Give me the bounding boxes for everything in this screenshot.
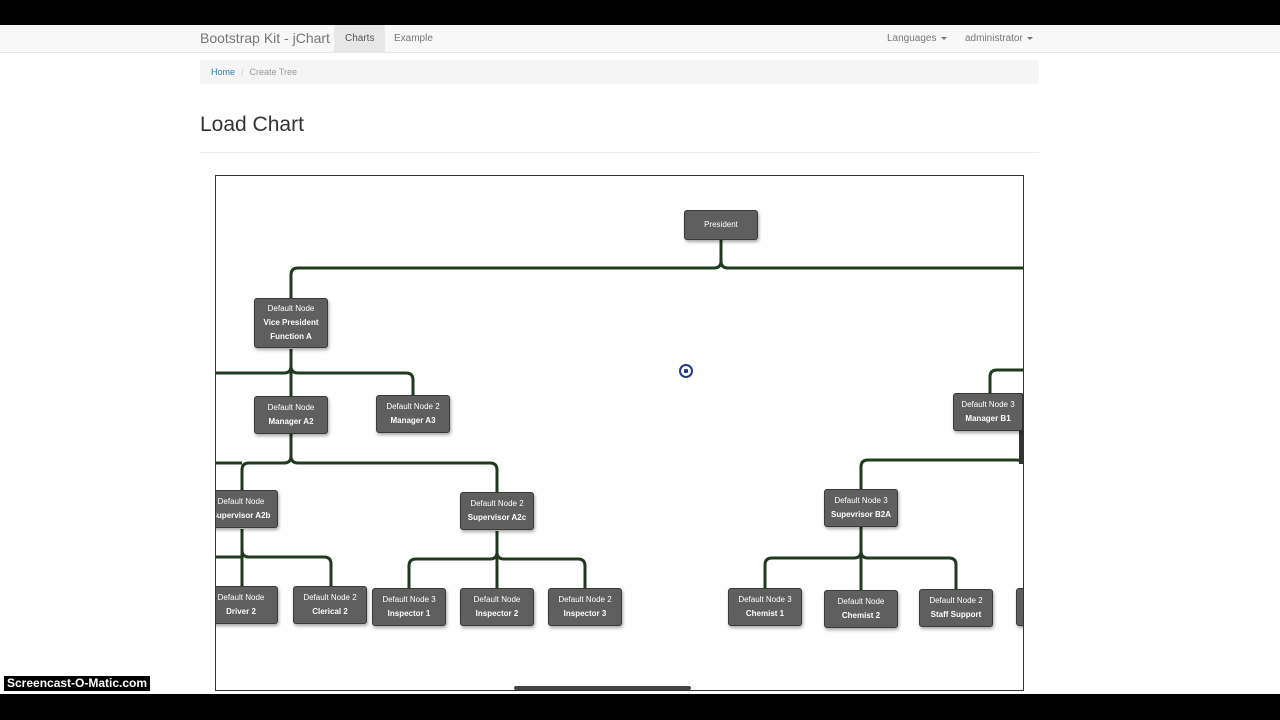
node-label: Default Node bbox=[837, 597, 885, 606]
org-node-inspector-1[interactable]: Default Node 3 Inspector 1 bbox=[372, 588, 446, 626]
link bbox=[289, 365, 415, 396]
node-subtitle: Function A bbox=[270, 332, 312, 341]
org-node-driver-2[interactable]: Default Node Driver 2 bbox=[216, 586, 278, 624]
languages-dropdown[interactable]: Languages bbox=[876, 25, 958, 52]
video-top-bar bbox=[0, 0, 1280, 25]
nav-charts[interactable]: Charts bbox=[334, 25, 386, 52]
node-title: Chemist 2 bbox=[841, 611, 881, 620]
org-node-chemist-2[interactable]: Default Node Chemist 2 bbox=[824, 590, 898, 628]
link bbox=[407, 531, 499, 588]
link bbox=[216, 349, 293, 375]
node-label: Default Node 2 bbox=[386, 402, 440, 411]
node-label: Default Node 3 bbox=[834, 496, 888, 505]
node-title: Chemist 1 bbox=[745, 609, 785, 618]
node-label: Default Node 2 bbox=[470, 499, 524, 508]
user-dropdown[interactable]: administrator bbox=[954, 25, 1044, 52]
node-label: Default Node 2 bbox=[303, 593, 357, 602]
node-title: Manager A2 bbox=[268, 417, 314, 426]
org-node-partial[interactable] bbox=[1016, 588, 1023, 626]
node-title: Supervisor A2c bbox=[467, 513, 527, 522]
node-title: Clerical 2 bbox=[312, 607, 348, 616]
node-label: Default Node 2 bbox=[558, 595, 612, 604]
link bbox=[289, 239, 723, 299]
horizontal-scrollbar[interactable] bbox=[514, 686, 691, 690]
nav-example[interactable]: Example bbox=[394, 33, 433, 44]
node-label: Default Node bbox=[217, 497, 265, 506]
org-node-staff-support[interactable]: Default Node 2 Staff Support bbox=[919, 589, 993, 627]
org-node-clerical-2[interactable]: Default Node 2 Clerical 2 bbox=[293, 586, 367, 624]
breadcrumb: Home / Create Tree bbox=[200, 60, 1039, 84]
org-node-inspector-2[interactable]: Default Node Inspector 2 bbox=[460, 588, 534, 626]
link bbox=[859, 550, 958, 589]
org-node-manager-a2[interactable]: Default Node Manager A2 bbox=[254, 396, 328, 434]
breadcrumb-current: Create Tree bbox=[249, 67, 298, 77]
link bbox=[240, 529, 333, 586]
link bbox=[240, 434, 293, 491]
org-node-supervisor-b2a[interactable]: Default Node 3 Supevrisor B2A bbox=[824, 489, 898, 527]
node-label: Default Node bbox=[217, 593, 265, 602]
org-node-supervisor-a2c[interactable]: Default Node 2 Supervisor A2c bbox=[460, 492, 534, 530]
page-title: Load Chart bbox=[200, 113, 304, 136]
node-title: Inspector 2 bbox=[475, 609, 519, 618]
node-title: Staff Support bbox=[930, 610, 982, 619]
node-label: Default Node bbox=[473, 595, 521, 604]
node-label: Default Node bbox=[267, 403, 315, 412]
org-node-supervisor-a2b[interactable]: Default Node Supervisor A2b bbox=[215, 490, 278, 528]
languages-label: Languages bbox=[887, 33, 937, 44]
caret-down-icon bbox=[940, 36, 947, 40]
node-label: Default Node 2 bbox=[929, 596, 983, 605]
node-title: Driver 2 bbox=[226, 607, 256, 616]
navbar: Bootstrap Kit - jChart Charts Example La… bbox=[0, 25, 1280, 53]
node-label: Default Node 3 bbox=[382, 595, 436, 604]
link bbox=[289, 455, 499, 493]
org-chart-canvas[interactable]: President Default Node Vice President Fu… bbox=[215, 175, 1024, 691]
org-node-manager-b1[interactable]: Default Node 3 Manager B1 bbox=[953, 393, 1023, 431]
video-bottom-bar bbox=[0, 694, 1280, 720]
org-node-inspector-3[interactable]: Default Node 2 Inspector 3 bbox=[548, 588, 622, 626]
node-label: Default Node 3 bbox=[961, 400, 1015, 409]
brand-link[interactable]: Bootstrap Kit - jChart bbox=[200, 30, 330, 46]
org-node-manager-a3[interactable]: Default Node 2 Manager A3 bbox=[376, 395, 450, 433]
link bbox=[763, 527, 863, 588]
node-title: Inspector 1 bbox=[387, 609, 431, 618]
caret-down-icon bbox=[1026, 36, 1033, 40]
breadcrumb-separator: / bbox=[241, 67, 244, 77]
org-node-chemist-1[interactable]: Default Node 3 Chemist 1 bbox=[728, 588, 802, 626]
node-label: President bbox=[704, 220, 738, 229]
grab-cursor-icon bbox=[679, 364, 693, 378]
link bbox=[719, 260, 1023, 270]
user-label: administrator bbox=[965, 33, 1023, 44]
org-node-president[interactable]: President bbox=[684, 210, 758, 240]
breadcrumb-home[interactable]: Home bbox=[211, 67, 236, 77]
node-title: Manager B1 bbox=[965, 414, 1011, 423]
divider bbox=[200, 152, 1039, 153]
node-label: Default Node 3 bbox=[738, 595, 792, 604]
link bbox=[495, 551, 587, 588]
node-title: Vice President bbox=[263, 318, 319, 327]
org-chart-links bbox=[216, 239, 1023, 590]
node-label: Default Node bbox=[267, 304, 315, 313]
node-title: Manager A3 bbox=[390, 416, 436, 425]
watermark: Screencast-O-Matic.com bbox=[4, 676, 151, 691]
node-title: Supevrisor B2A bbox=[830, 510, 892, 519]
org-node-vice-president[interactable]: Default Node Vice President Function A bbox=[254, 298, 328, 348]
node-title: Inspector 3 bbox=[563, 609, 607, 618]
link bbox=[988, 368, 1023, 393]
node-title: Supervisor A2b bbox=[215, 511, 271, 520]
